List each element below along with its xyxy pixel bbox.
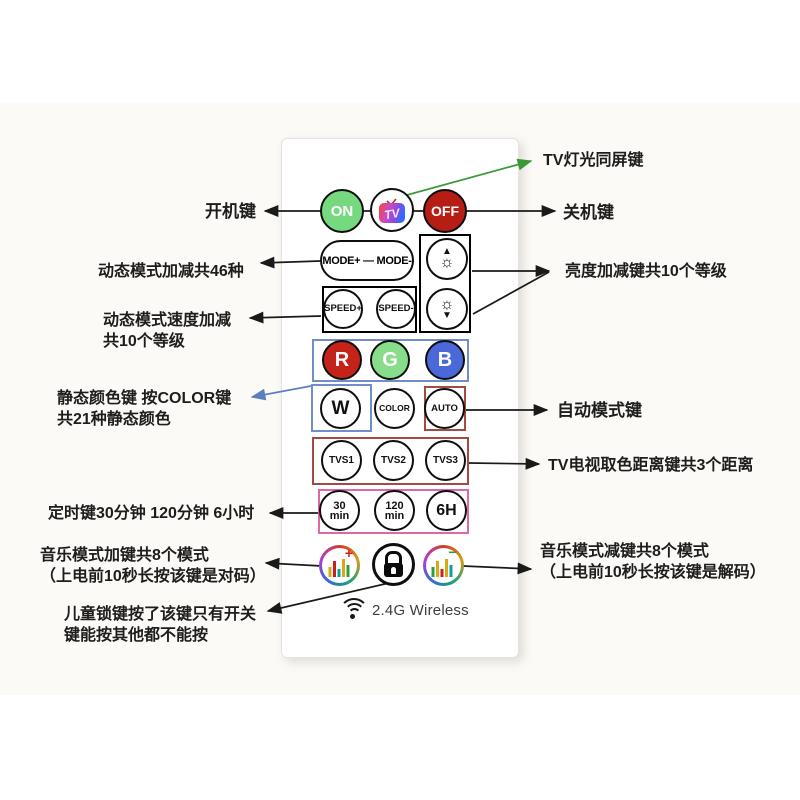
timer-unit: min bbox=[384, 509, 405, 522]
annotation-line: 音乐模式加键共8个模式 bbox=[40, 547, 209, 564]
green-button: G bbox=[370, 340, 410, 380]
tvs1-button: TVS1 bbox=[321, 440, 362, 481]
white-button: W bbox=[320, 388, 361, 429]
sun-icon: ☼ bbox=[439, 296, 455, 313]
auto-button: AUTO bbox=[424, 388, 465, 429]
annotation-line: 儿童锁键按了该键只有开关 bbox=[64, 606, 257, 623]
wireless-label: 2.4G Wireless bbox=[372, 602, 469, 619]
annotation-power-on: 开机键 bbox=[205, 202, 256, 221]
equalizer-icon bbox=[431, 558, 453, 577]
annotation-line: 音乐模式减键共8个模式 bbox=[540, 543, 709, 560]
annotation-line: 共21种静态颜色 bbox=[57, 411, 171, 428]
timer-120min-button: 120 min bbox=[374, 490, 415, 531]
blue-button: B bbox=[425, 340, 465, 380]
timer-30min-button: 30 min bbox=[319, 490, 360, 531]
annotation-line: 静态颜色键 按COLOR键 bbox=[57, 390, 232, 407]
minus-icon: − bbox=[448, 544, 457, 560]
plus-icon: + bbox=[344, 545, 353, 561]
brightness-down-icon: ▼ bbox=[442, 310, 452, 321]
timer-value: 30 bbox=[333, 499, 346, 512]
annotation-auto-mode: 自动模式键 bbox=[557, 401, 642, 420]
annotation-tv-sync: TV灯光同屏键 bbox=[543, 152, 644, 169]
red-button: R bbox=[322, 340, 362, 380]
annotation-dynamic-speed: 动态模式速度加减 共10个等级 bbox=[103, 310, 231, 352]
music-plus-button: + bbox=[319, 545, 360, 586]
equalizer-icon bbox=[328, 558, 349, 577]
brightness-up-button: ▲ ☼ bbox=[426, 238, 468, 280]
brightness-group-outline bbox=[419, 234, 471, 333]
annotation-line: 动态模式速度加减 bbox=[103, 312, 232, 329]
brightness-down-button: ☼ ▼ bbox=[426, 288, 468, 330]
tv-sync-icon: TV bbox=[379, 198, 405, 223]
sun-icon: ☼ bbox=[439, 254, 455, 271]
timer-unit: min bbox=[329, 509, 350, 522]
child-lock-button bbox=[371, 542, 415, 586]
wifi-icon bbox=[336, 596, 369, 622]
svg-text:TV: TV bbox=[383, 206, 402, 223]
tvs2-button: TVS2 bbox=[373, 440, 414, 481]
timer-value: 120 bbox=[385, 499, 404, 512]
color-button: COLOR bbox=[374, 388, 415, 429]
annotation-music-minus: 音乐模式减键共8个模式 （上电前10秒长按该键是解码） bbox=[540, 541, 766, 583]
lock-icon bbox=[384, 551, 402, 564]
annotation-line: 键能按其他都不能按 bbox=[64, 627, 209, 644]
speed-plus-button: SPEED+ bbox=[323, 289, 363, 329]
tvs3-button: TVS3 bbox=[425, 440, 466, 481]
annotation-line: 共10个等级 bbox=[103, 333, 185, 350]
annotation-static-color: 静态颜色键 按COLOR键 共21种静态颜色 bbox=[57, 388, 231, 430]
tv-sync-button: TV bbox=[370, 188, 414, 232]
annotation-timer: 定时键30分钟 120分钟 6小时 bbox=[48, 505, 255, 522]
mode-button: MODE+ — MODE- bbox=[320, 240, 414, 281]
annotation-child-lock: 儿童锁键按了该键只有开关 键能按其他都不能按 bbox=[64, 604, 256, 646]
annotation-power-off: 关机键 bbox=[563, 203, 614, 222]
tvs-group-outline bbox=[312, 437, 469, 485]
annotation-tv-distance: TV电视取色距离键共3个距离 bbox=[548, 457, 754, 474]
on-button: ON bbox=[320, 189, 364, 233]
white-group-outline bbox=[311, 384, 372, 432]
timer-6h-button: 6H bbox=[426, 490, 467, 531]
brightness-up-icon: ▲ bbox=[442, 246, 452, 257]
annotation-music-plus: 音乐模式加键共8个模式 （上电前10秒长按该键是对码） bbox=[40, 545, 266, 587]
annotation-dynamic-mode: 动态模式加减共46种 bbox=[98, 263, 244, 280]
annotation-line: （上电前10秒长按该键是对码） bbox=[40, 568, 266, 585]
off-button: OFF bbox=[423, 189, 467, 233]
annotation-line: （上电前10秒长按该键是解码） bbox=[540, 564, 766, 581]
music-minus-button: − bbox=[422, 544, 464, 586]
speed-minus-button: SPEED- bbox=[376, 289, 416, 329]
annotation-brightness: 亮度加减键共10个等级 bbox=[565, 263, 727, 280]
